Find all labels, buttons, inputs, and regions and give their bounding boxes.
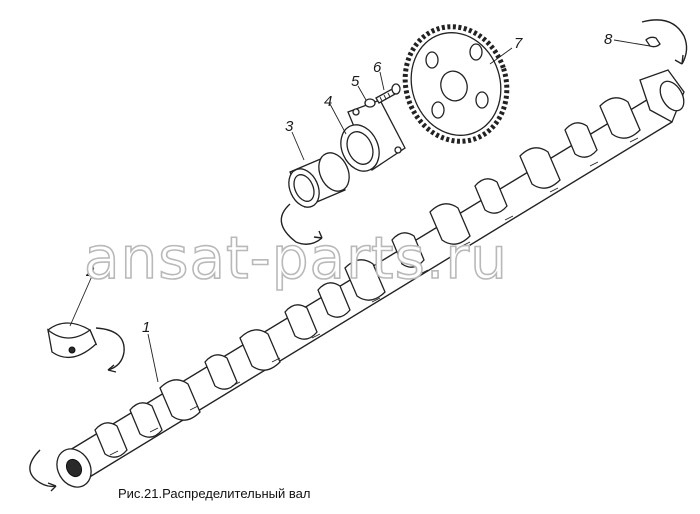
watermark-text: ansat-parts.ru — [84, 224, 508, 292]
key — [645, 36, 661, 48]
part-label-5: 5 — [351, 73, 360, 90]
part-label-7: 7 — [514, 35, 523, 52]
camshaft-rear-end — [639, 69, 685, 123]
camshaft-shading — [109, 137, 639, 456]
thrust-bearing — [47, 322, 98, 359]
part-label-3: 3 — [285, 118, 294, 135]
part-label-6: 6 — [373, 59, 382, 76]
bolt — [375, 83, 401, 104]
part-label-4: 4 — [324, 93, 332, 110]
bushing — [288, 152, 350, 208]
camshaft-gear — [402, 24, 510, 144]
camshaft-front-end — [56, 448, 92, 488]
part-label-1: 1 — [142, 319, 150, 336]
washer — [364, 98, 376, 108]
figure-caption: Рис.21.Распределительный вал — [118, 486, 311, 501]
camshaft-cams — [94, 97, 641, 458]
camshaft — [56, 69, 685, 488]
leader-lines — [69, 39, 651, 383]
part-label-2: 2 — [85, 263, 95, 280]
rotation-arrows — [29, 19, 688, 492]
part-label-8: 8 — [604, 31, 613, 48]
